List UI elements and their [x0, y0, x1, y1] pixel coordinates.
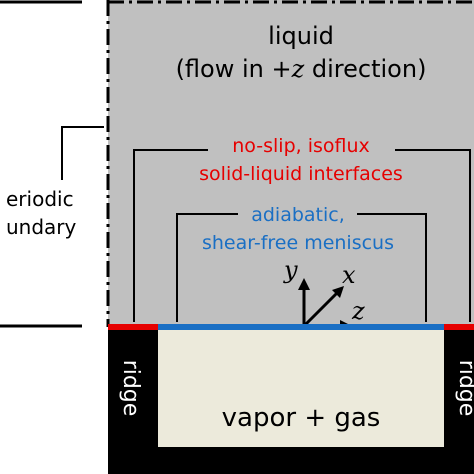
- vapor-label: vapor + gas: [222, 403, 381, 433]
- axis-y-label: y: [283, 256, 298, 284]
- periodic-label-line1: eriodic: [6, 187, 74, 211]
- flow-direction-label: (flow in +z direction): [176, 55, 427, 83]
- liquid-region: [108, 0, 474, 327]
- adiabatic-label-line2: shear-free meniscus: [202, 232, 394, 254]
- noslip-label-line2: solid-liquid interfaces: [199, 163, 403, 185]
- periodic-boundary-bracket: [61, 126, 104, 180]
- flow-prefix: (flow in +: [176, 55, 292, 83]
- ridge-label-right: ridge: [454, 360, 474, 417]
- axis-z-label: z: [351, 297, 365, 325]
- flow-suffix: direction): [304, 55, 426, 83]
- adiabatic-bracket-left: [176, 213, 238, 322]
- adiabatic-label-line1: adiabatic,: [251, 204, 345, 226]
- ridge-label-left: ridge: [118, 360, 143, 417]
- noslip-bracket: [133, 149, 208, 322]
- axis-x-label: x: [342, 261, 356, 289]
- vapor-region: [158, 330, 444, 447]
- flow-axis: z: [291, 55, 305, 83]
- liquid-title: liquid: [268, 22, 334, 50]
- periodic-label-line2: undary: [6, 215, 77, 239]
- noslip-label-line1: no-slip, isoflux: [232, 135, 370, 157]
- noslip-bracket-right: [395, 149, 471, 322]
- adiabatic-bracket-right: [357, 213, 427, 322]
